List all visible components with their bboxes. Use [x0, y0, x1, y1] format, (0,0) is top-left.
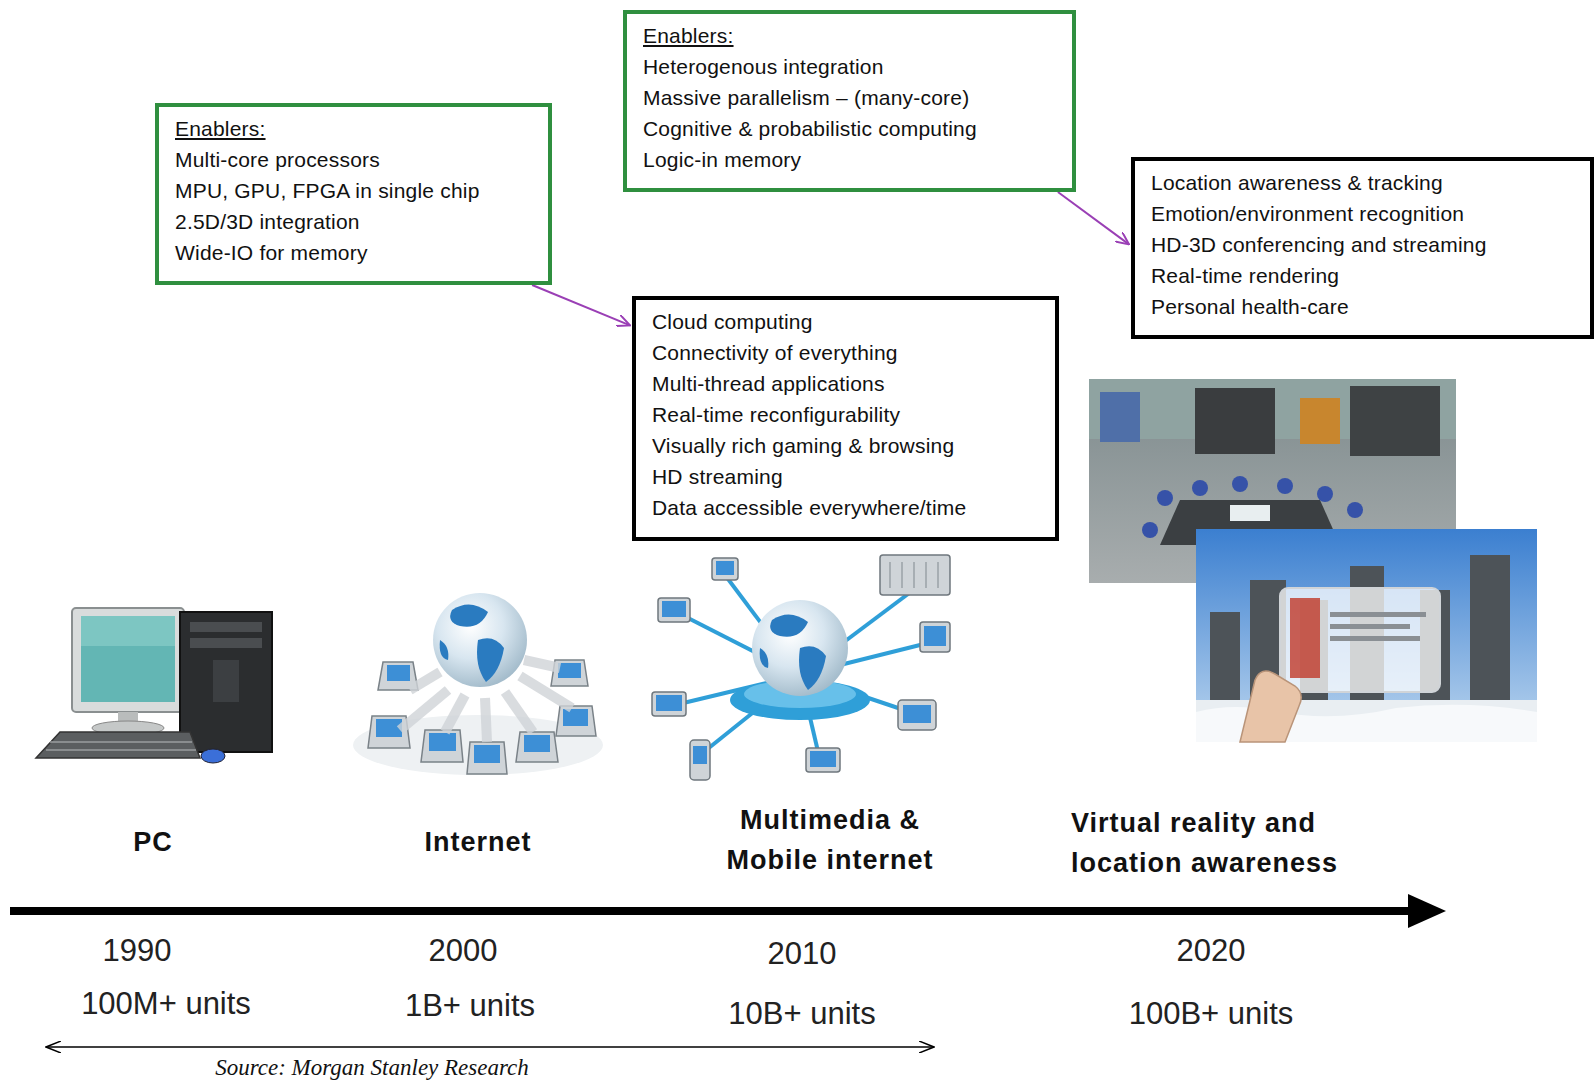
callout-arrow [1058, 192, 1129, 244]
list-item: Personal health-care [1151, 291, 1574, 322]
timeline-label: 2020 [1177, 933, 1246, 969]
era-label: PC [133, 822, 173, 862]
internet-illustration [353, 593, 603, 775]
pc-illustration [36, 608, 272, 763]
timeline-label: 2010 [768, 936, 837, 972]
list-item: Connectivity of everything [652, 337, 1039, 368]
list-item: Location awareness & tracking [1151, 167, 1574, 198]
source-note: Source: Morgan Stanley Research [215, 1055, 529, 1081]
list-item: Real-time rendering [1151, 260, 1574, 291]
applications-box: Cloud computingConnectivity of everythin… [632, 296, 1059, 541]
list-item: Real-time reconfigurability [652, 399, 1039, 430]
timeline-arrowhead [1408, 894, 1446, 928]
era-label: Virtual reality and location awareness [1071, 803, 1381, 883]
source-range-arrow [46, 1046, 934, 1048]
box-heading: Enablers: [643, 20, 1056, 51]
list-item: Cognitive & probabilistic computing [643, 113, 1056, 144]
enablers-box: Enablers:Multi-core processorsMPU, GPU, … [155, 103, 552, 285]
list-item: Emotion/environment recognition [1151, 198, 1574, 229]
list-item: Heterogenous integration [643, 51, 1056, 82]
list-item: Cloud computing [652, 306, 1039, 337]
timeline-label: 1B+ units [405, 988, 535, 1024]
list-item: 2.5D/3D integration [175, 206, 532, 237]
list-item: Visually rich gaming & browsing [652, 430, 1039, 461]
enablers-box: Enablers:Heterogenous integrationMassive… [623, 10, 1076, 192]
timeline-arrow [10, 907, 1412, 915]
list-item: Logic-in memory [643, 144, 1056, 175]
list-item: MPU, GPU, FPGA in single chip [175, 175, 532, 206]
list-item: Wide-IO for memory [175, 237, 532, 268]
list-item: HD streaming [652, 461, 1039, 492]
era-label: Internet [424, 822, 531, 862]
timeline-label: 10B+ units [728, 996, 875, 1032]
timeline-label: 1990 [103, 933, 172, 969]
list-item: Multi-thread applications [652, 368, 1039, 399]
virtual-reality-illustration [1089, 379, 1537, 742]
list-item: Data accessible everywhere/time [652, 492, 1039, 523]
timeline-label: 100M+ units [81, 986, 251, 1022]
list-item: Massive parallelism – (many-core) [643, 82, 1056, 113]
callout-arrow [532, 285, 630, 325]
mobile-internet-illustration [652, 555, 950, 780]
applications-box: Location awareness & trackingEmotion/env… [1131, 157, 1594, 339]
era-label: Multimedia & Mobile internet [705, 800, 955, 880]
box-heading: Enablers: [175, 113, 532, 144]
list-item: HD-3D conferencing and streaming [1151, 229, 1574, 260]
timeline-label: 2000 [429, 933, 498, 969]
list-item: Multi-core processors [175, 144, 532, 175]
timeline-label: 100B+ units [1129, 996, 1294, 1032]
